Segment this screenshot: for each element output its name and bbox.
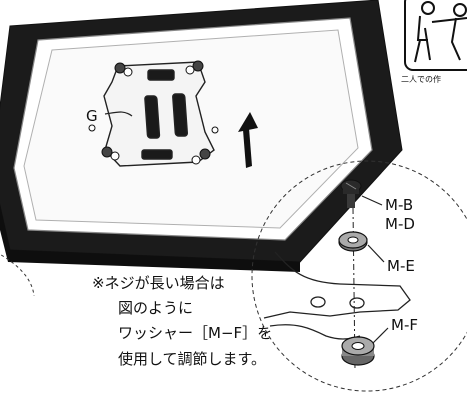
detail-circle bbox=[251, 160, 467, 392]
label-md: M-D bbox=[385, 215, 415, 233]
note-line: 使用して調節します。 bbox=[118, 350, 267, 368]
label-leaders bbox=[361, 195, 389, 344]
label-me: M-E bbox=[387, 257, 415, 275]
bracket-screws bbox=[88, 60, 219, 165]
two-person-work-icon bbox=[404, 0, 467, 71]
note-line: ワッシャー［M−F］を bbox=[118, 324, 273, 342]
mount-bracket bbox=[103, 61, 215, 167]
note-line: 図のように bbox=[118, 299, 194, 317]
washer-me bbox=[338, 231, 368, 252]
g-leader-line bbox=[104, 111, 133, 117]
label-mb: M-B bbox=[385, 196, 414, 214]
left-detail-circle bbox=[0, 253, 35, 297]
label-mf: M-F bbox=[391, 316, 418, 334]
note-line: ※ネジが長い場合は bbox=[92, 274, 225, 292]
washer-mf bbox=[341, 336, 375, 366]
screw-mb bbox=[340, 179, 362, 208]
label-g: G bbox=[86, 107, 98, 125]
badge-caption: 二人での作 bbox=[401, 75, 441, 84]
up-arrow bbox=[238, 112, 258, 168]
